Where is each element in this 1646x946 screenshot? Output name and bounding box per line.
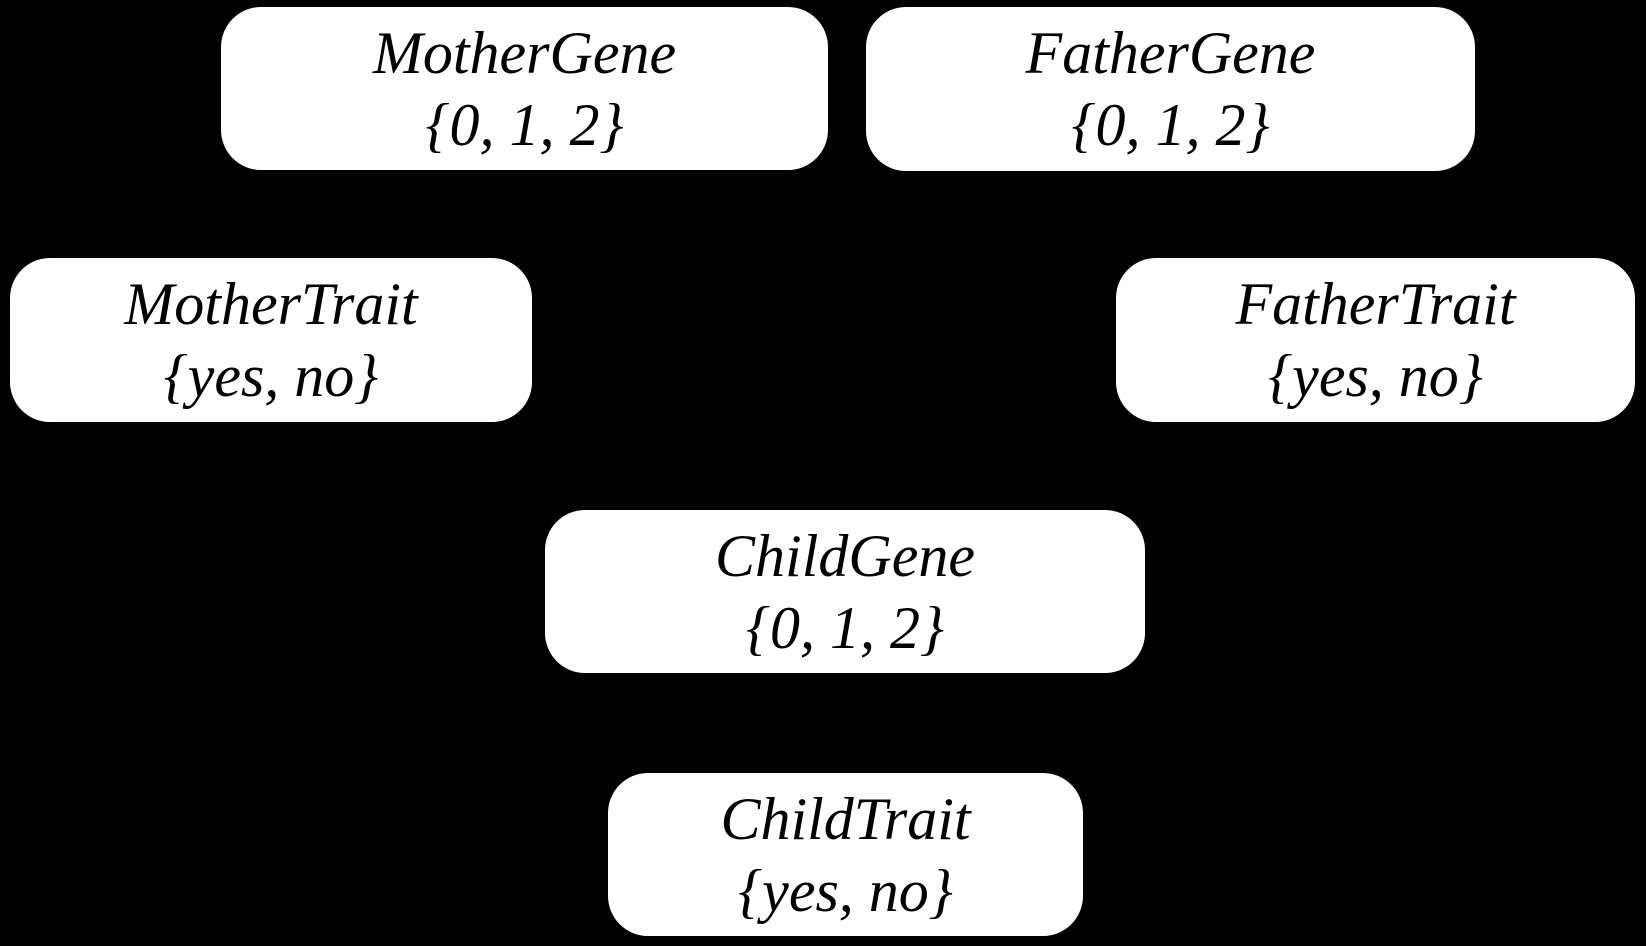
node-child-trait: ChildTrait {yes, no} [608, 773, 1083, 936]
node-mother-gene: MotherGene {0, 1, 2} [221, 7, 828, 170]
node-father-trait-label: FatherTrait [1235, 271, 1516, 337]
node-father-trait-values: {yes, no} [1268, 343, 1483, 409]
node-father-gene: FatherGene {0, 1, 2} [866, 7, 1475, 171]
node-mother-gene-label: MotherGene [372, 19, 677, 86]
node-mother-trait-label: MotherTrait [124, 271, 418, 337]
node-mother-trait: MotherTrait {yes, no} [10, 258, 532, 422]
node-mother-gene-values: {0, 1, 2} [425, 91, 624, 158]
node-father-trait: FatherTrait {yes, no} [1116, 258, 1635, 422]
node-father-gene-values: {0, 1, 2} [1071, 92, 1270, 158]
node-child-trait-label: ChildTrait [720, 785, 971, 852]
node-father-gene-label: FatherGene [1025, 20, 1316, 86]
node-child-gene-values: {0, 1, 2} [746, 594, 944, 661]
node-child-trait-values: {yes, no} [738, 857, 953, 924]
node-mother-trait-values: {yes, no} [163, 343, 379, 409]
node-child-gene-label: ChildGene [715, 522, 975, 589]
node-child-gene: ChildGene {0, 1, 2} [545, 510, 1145, 673]
